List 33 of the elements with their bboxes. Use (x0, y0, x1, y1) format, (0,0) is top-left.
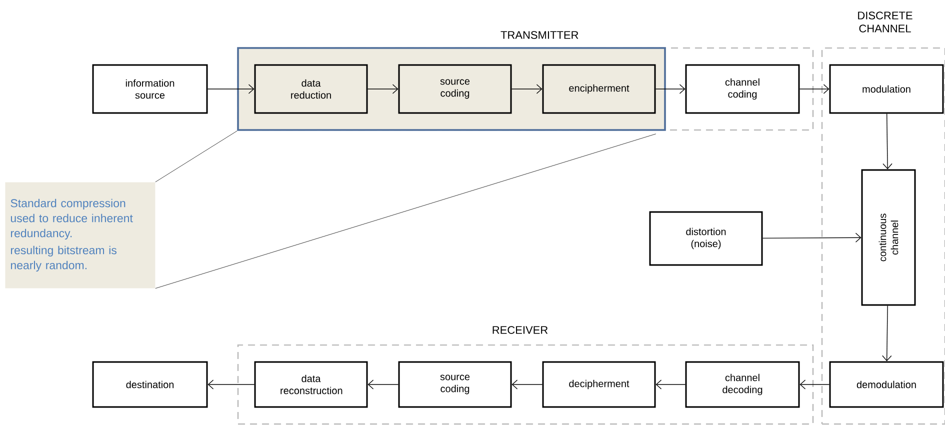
process-box: channel coding (685, 64, 800, 114)
process-box: data reconstruction (254, 361, 368, 408)
arrow (368, 380, 399, 390)
group-title: RECEIVER (492, 326, 548, 334)
process-box: continuous channel (861, 169, 916, 306)
group-title: TRANSMITTER (500, 31, 578, 39)
process-box: decipherment (542, 361, 656, 408)
arrow (655, 84, 686, 94)
process-box: source coding (398, 361, 512, 408)
note-box: Standard compression used to reduce inherent redundancy. resulting bitstream is nearly random. (5, 182, 156, 288)
process-box: modulation (829, 64, 944, 114)
leader-line (155, 134, 656, 289)
arrow (800, 380, 830, 390)
arrow (882, 113, 892, 170)
arrow (207, 84, 254, 94)
process-box: information source (92, 64, 208, 114)
process-box: demodulation (829, 361, 944, 408)
process-box: data reduction (254, 64, 368, 114)
leader-line (155, 130, 238, 182)
arrow (882, 305, 892, 362)
arrow (511, 84, 542, 94)
arrow (799, 84, 830, 94)
process-box: source coding (398, 64, 512, 114)
arrow (208, 380, 255, 390)
arrow (512, 380, 543, 390)
arrow (656, 380, 686, 390)
arrow (367, 84, 398, 94)
process-box: encipherment (542, 64, 656, 114)
process-box: destination (92, 361, 208, 408)
group-title: DISCRETE CHANNEL (858, 12, 912, 32)
process-box: channel decoding (685, 361, 800, 408)
process-box: distortion (noise) (649, 211, 763, 266)
arrow (762, 232, 862, 243)
